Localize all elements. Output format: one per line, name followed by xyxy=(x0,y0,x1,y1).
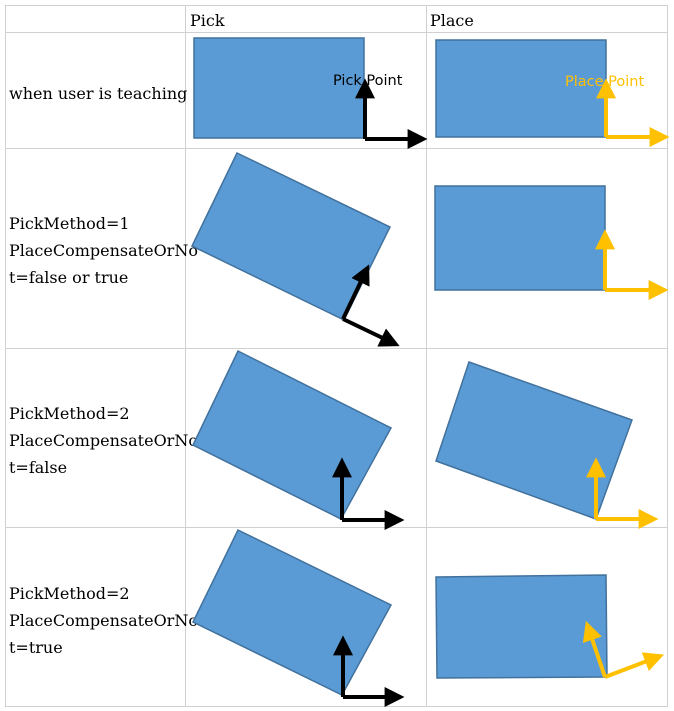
row-label-pickmethod2-false: PickMethod=2 PlaceCompensateOrNo t=false xyxy=(9,404,198,477)
workpiece-rect xyxy=(435,361,633,520)
workpiece-rect xyxy=(190,151,392,322)
pick-method2-false-cell xyxy=(192,349,405,530)
pick-method2-true-cell xyxy=(191,528,405,707)
pick-point-label: Pick Point xyxy=(333,73,403,89)
row-label-line: PickMethod=2 xyxy=(9,404,130,423)
table-grid xyxy=(5,5,668,707)
place-method2-true-cell xyxy=(435,574,664,679)
place-teaching-cell: Place Point xyxy=(435,39,670,147)
header-place: Place xyxy=(430,11,474,30)
row-label-line: t=false xyxy=(9,458,67,477)
row-label-line: PickMethod=1 xyxy=(9,214,130,233)
pick-axis-y-arrow xyxy=(341,264,370,320)
row-label-line: PlaceCompensateOrNo xyxy=(9,611,198,630)
pick-axis-x-arrow xyxy=(342,317,400,347)
header-pick: Pick xyxy=(190,11,225,30)
workpiece-rect xyxy=(434,185,606,291)
workpiece-rect xyxy=(435,39,607,138)
place-point-label: Place Point xyxy=(565,74,644,90)
row-label-line: t=false or true xyxy=(9,268,128,287)
row-label-line: PlaceCompensateOrNo xyxy=(9,241,198,260)
place-axis-y-arrow xyxy=(582,620,607,678)
pick-teaching-cell: Pick Point xyxy=(193,37,428,149)
row-label-teaching: when user is teaching xyxy=(9,84,187,103)
place-axis-x-arrow xyxy=(604,652,664,679)
workpiece-rect xyxy=(191,528,393,696)
place-method1-cell xyxy=(434,185,669,300)
row-label-line: PickMethod=2 xyxy=(9,584,130,603)
row-label-line: when user is teaching xyxy=(9,84,187,103)
row-label-pickmethod2-true: PickMethod=2 PlaceCompensateOrNo t=true xyxy=(9,584,198,657)
pick-method1-cell xyxy=(190,151,400,347)
row-label-pickmethod1: PickMethod=1 PlaceCompensateOrNo t=false… xyxy=(9,214,198,287)
place-method2-false-cell xyxy=(435,361,659,529)
workpiece-rect xyxy=(435,574,608,679)
workpiece-rect xyxy=(192,349,393,520)
row-label-line: PlaceCompensateOrNo xyxy=(9,431,198,450)
row-label-line: t=true xyxy=(9,638,63,657)
